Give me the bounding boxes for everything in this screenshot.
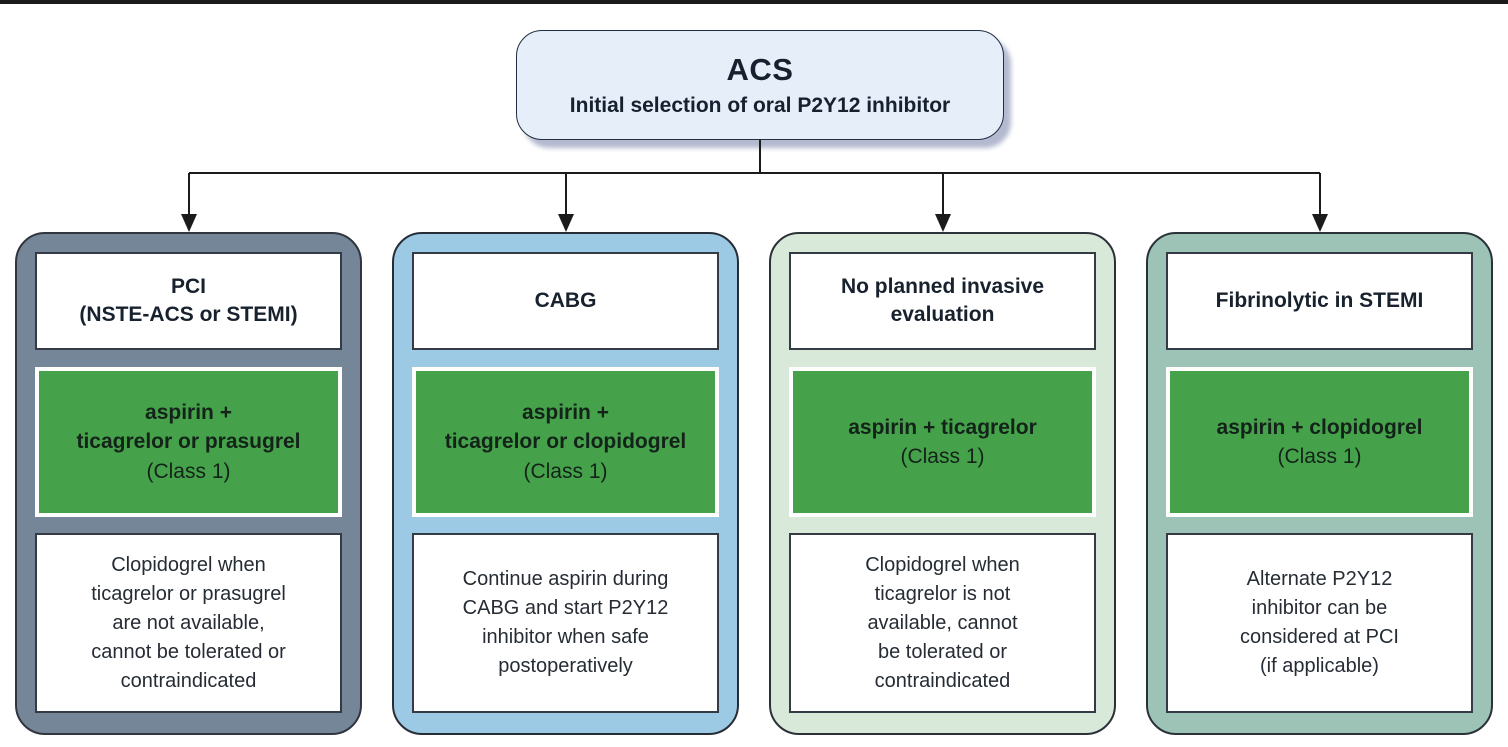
branch-fibrinolytic-recommendation-box: aspirin + clopidogrel (Class 1) xyxy=(1166,367,1473,517)
branch-pci-therapy-label: aspirin + ticagrelor or prasugrel xyxy=(76,400,301,454)
branch-pci-recommendation-box: aspirin + ticagrelor or prasugrel (Class… xyxy=(35,367,342,517)
branch-no-invasive: No planned invasive evaluation aspirin +… xyxy=(769,232,1116,735)
branch-no-invasive-therapy-label: aspirin + ticagrelor xyxy=(848,415,1037,439)
branch-fibrinolytic: Fibrinolytic in STEMI aspirin + clopidog… xyxy=(1146,232,1493,735)
root-node-acs: ACS Initial selection of oral P2Y12 inhi… xyxy=(516,30,1004,140)
branch-no-invasive-note-box: Clopidogrel when ticagrelor is not avail… xyxy=(789,533,1096,713)
branch-fibrinolytic-therapy-label: aspirin + clopidogrel xyxy=(1216,415,1423,439)
branch-no-invasive-class-label: (Class 1) xyxy=(900,445,985,468)
branch-fibrinolytic-note-box: Alternate P2Y12 inhibitor can be conside… xyxy=(1166,533,1473,713)
branch-no-invasive-recommendation-box: aspirin + ticagrelor (Class 1) xyxy=(789,367,1096,517)
branch-fibrinolytic-note-label: Alternate P2Y12 inhibitor can be conside… xyxy=(1240,568,1399,677)
branch-cabg-header-box: CABG xyxy=(412,252,719,350)
branch-fibrinolytic-class-label: (Class 1) xyxy=(1277,445,1362,468)
branch-columns: PCI (NSTE-ACS or STEMI) aspirin + ticagr… xyxy=(0,232,1508,735)
branch-no-invasive-note-label: Clopidogrel when ticagrelor is not avail… xyxy=(865,553,1020,692)
branch-pci-note-label: Clopidogrel when ticagrelor or prasugrel… xyxy=(91,553,286,692)
root-title: ACS xyxy=(726,52,794,87)
branch-cabg-class-label: (Class 1) xyxy=(523,459,608,483)
connector-arrows xyxy=(181,140,1328,232)
branch-fibrinolytic-header-box: Fibrinolytic in STEMI xyxy=(1166,252,1473,350)
top-border-rule xyxy=(0,0,1508,4)
branch-pci-note-box: Clopidogrel when ticagrelor or prasugrel… xyxy=(35,533,342,713)
branch-cabg-header-label: CABG xyxy=(534,288,597,312)
branch-pci-header-box: PCI (NSTE-ACS or STEMI) xyxy=(35,252,342,350)
branch-no-invasive-header-label: No planned invasive evaluation xyxy=(840,274,1045,326)
branch-pci-header-label: PCI (NSTE-ACS or STEMI) xyxy=(79,274,298,326)
branch-cabg-therapy-label: aspirin + ticagrelor or clopidogrel xyxy=(444,400,687,454)
branch-pci: PCI (NSTE-ACS or STEMI) aspirin + ticagr… xyxy=(15,232,362,735)
branch-cabg-recommendation-box: aspirin + ticagrelor or clopidogrel (Cla… xyxy=(412,367,719,517)
root-subtitle: Initial selection of oral P2Y12 inhibito… xyxy=(569,94,951,117)
branch-fibrinolytic-header-label: Fibrinolytic in STEMI xyxy=(1215,288,1424,312)
branch-pci-class-label: (Class 1) xyxy=(146,459,231,483)
branch-cabg: CABG aspirin + ticagrelor or clopidogrel… xyxy=(392,232,739,735)
branch-cabg-note-label: Continue aspirin during CABG and start P… xyxy=(462,568,669,677)
branch-cabg-note-box: Continue aspirin during CABG and start P… xyxy=(412,533,719,713)
branch-no-invasive-header-box: No planned invasive evaluation xyxy=(789,252,1096,350)
